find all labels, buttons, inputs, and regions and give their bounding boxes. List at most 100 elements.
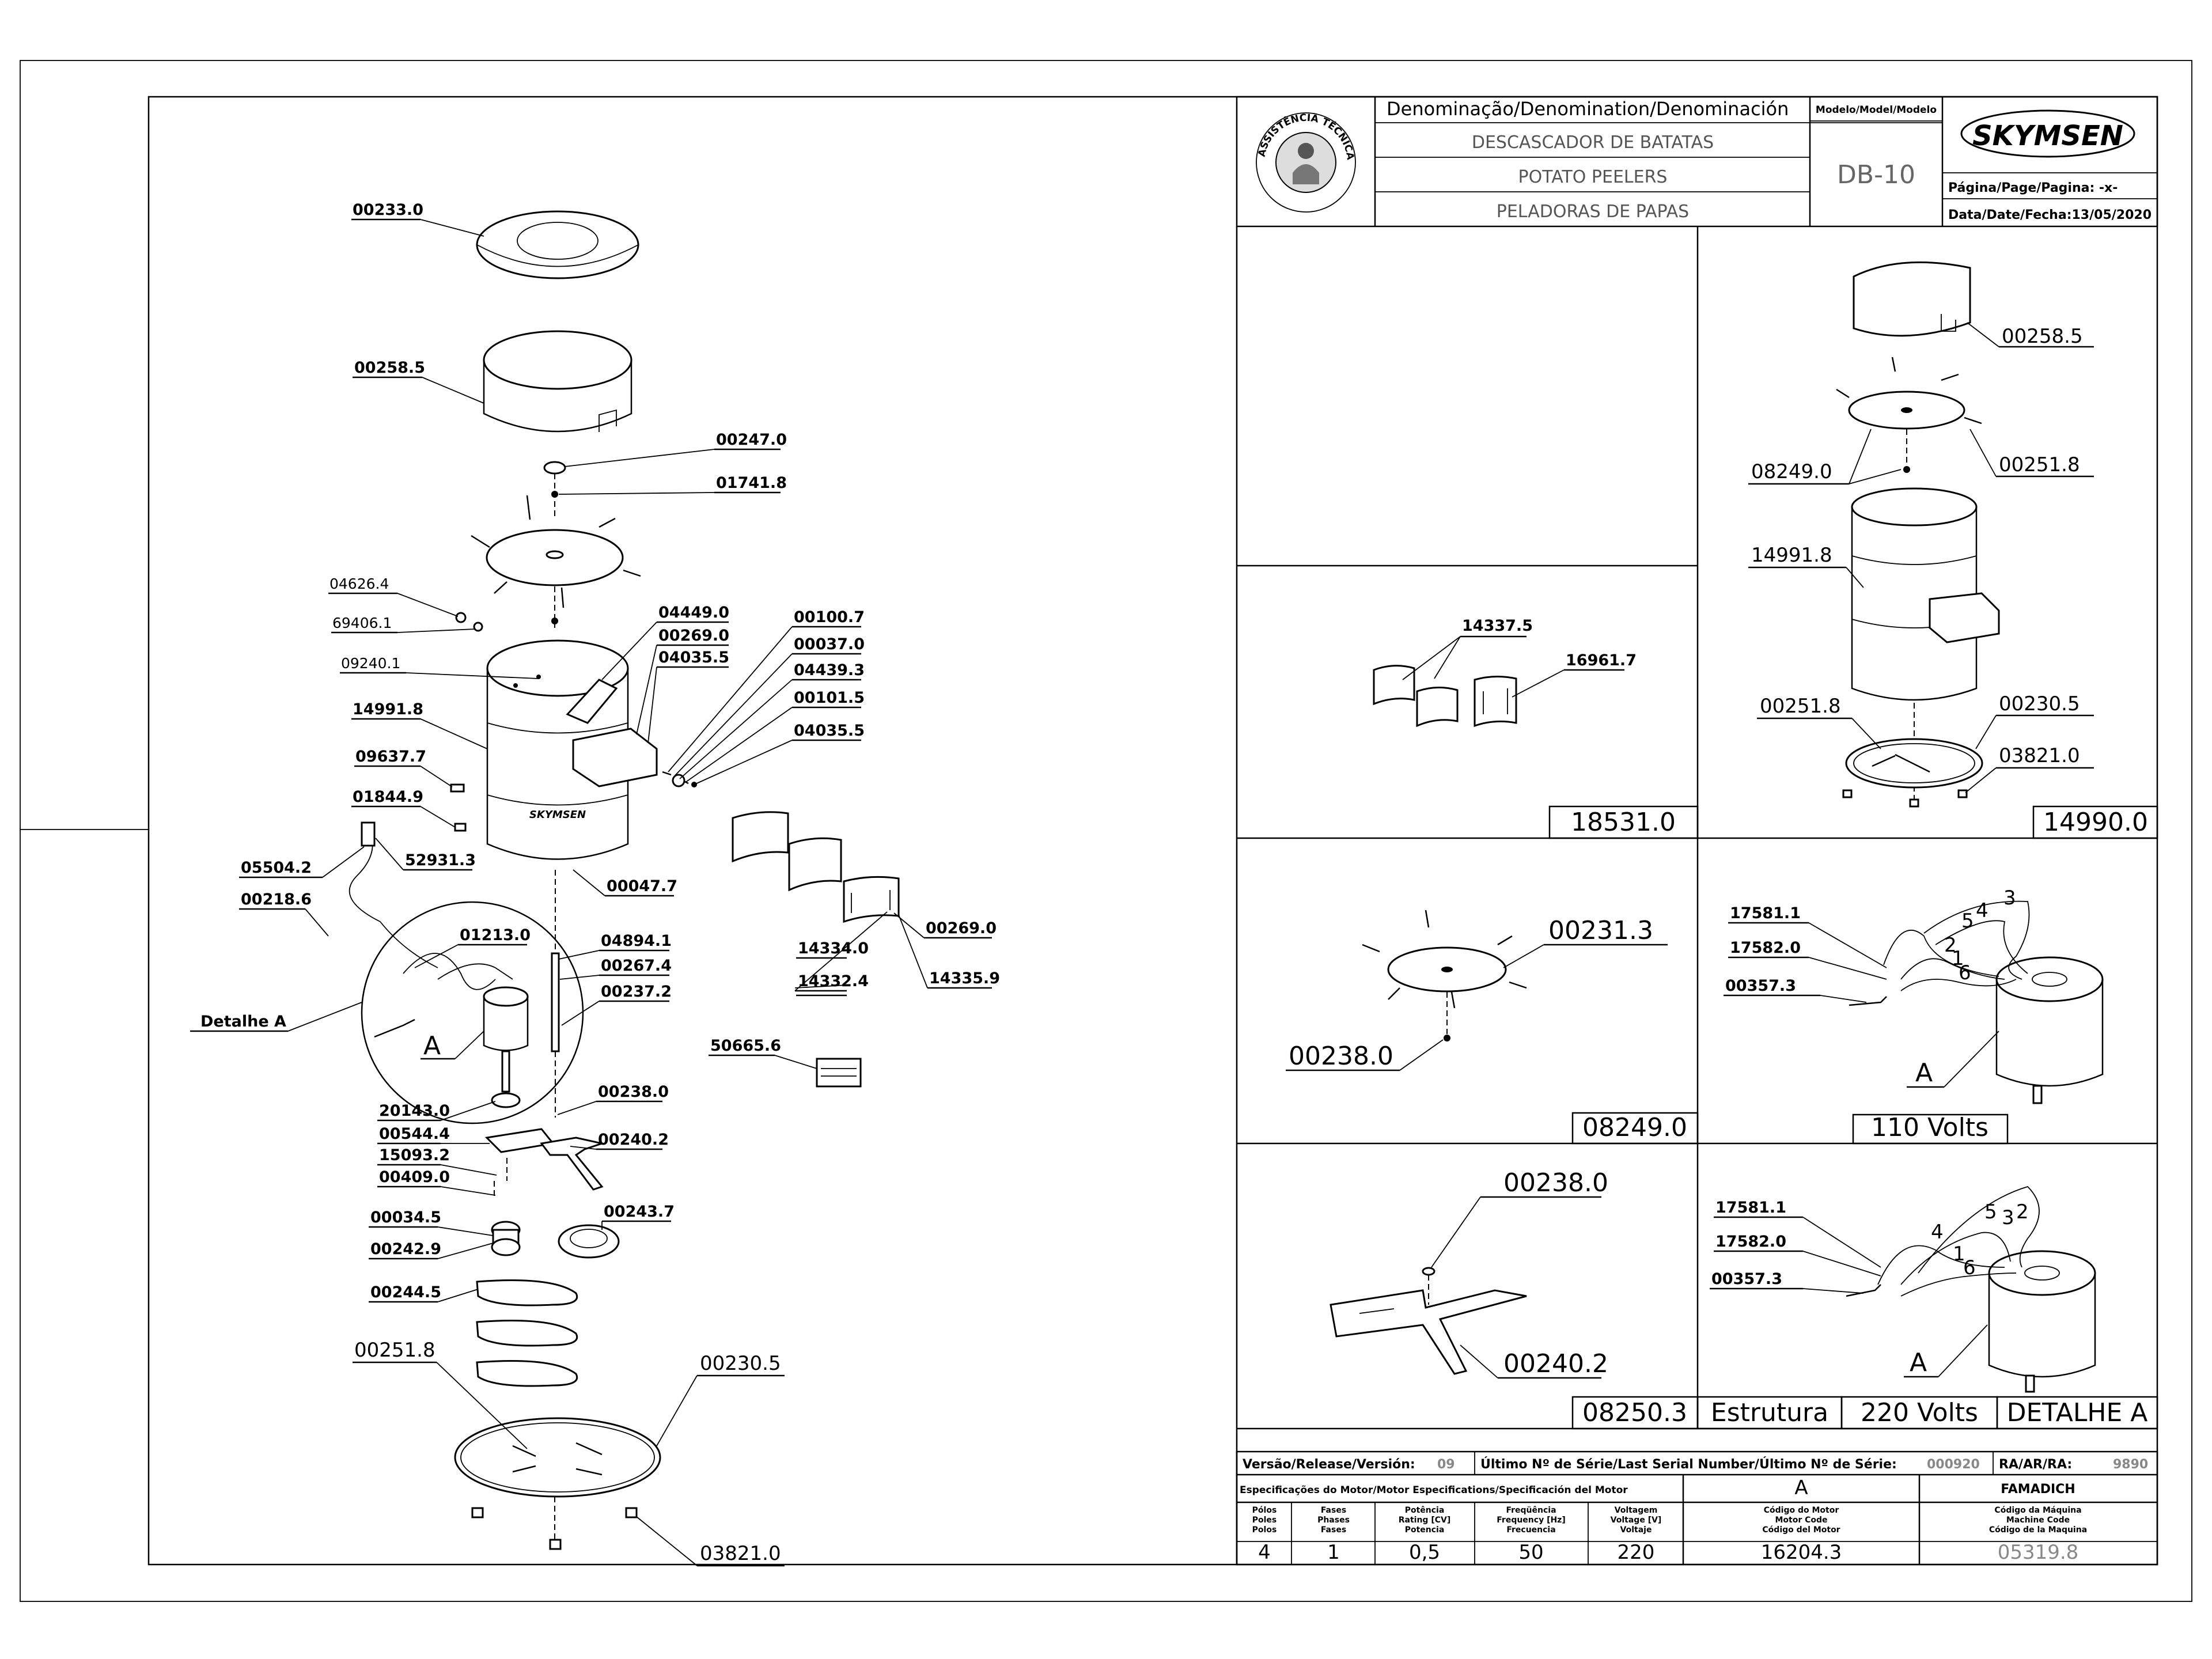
motor-maker: FAMADICH [2001,1482,2075,1497]
callout-04894-1: 04894.1 [601,932,672,950]
machine-name-pt: DESCASCADOR DE BATATAS [1472,132,1714,153]
callout-14991-8: 14991.8 [1751,544,1832,567]
callout-08249-0: 08249.0 [1751,460,1832,483]
serial-value: 000920 [1927,1457,1980,1472]
wire-number-4-b: 4 [1931,1221,1944,1244]
wire-number-4: 4 [1976,899,1988,922]
spec-poles: 4 [1258,1541,1271,1564]
callout-04449-0: 04449.0 [658,604,729,622]
main-leaders [190,218,992,1567]
spec-table: Versão/Release/Versión: 09 Último Nº de … [1236,1450,2158,1566]
view-220-volts: Estrutura 220 Volts DETALHE A 17581.1 17… [1696,1185,2158,1430]
callout-17582-0-b: 17582.0 [1715,1233,1786,1251]
callout-00269-0: 00269.0 [658,627,729,645]
callout-00101-5: 00101.5 [794,689,865,707]
callout-04035-5-b: 04035.5 [794,722,865,740]
version-value: 09 [1437,1457,1455,1472]
callout-14335-9: 14335.9 [929,969,1000,987]
cover-band [483,330,632,433]
callout-04626-4: 04626.4 [329,575,389,592]
detail-a-circle [361,901,584,1124]
view-title-110-volts: 110 Volts [1871,1113,1988,1142]
callout-00357-3-b: 00357.3 [1711,1270,1782,1288]
model-number: DB-10 [1837,160,1915,190]
callout-00238-0: 00238.0 [1289,1041,1393,1071]
callout-09637-7: 09637.7 [355,748,426,766]
callout-00243-7: 00243.7 [604,1203,675,1221]
abrasive-plate [471,495,641,628]
spec-head-5-0: Código do Motor [1764,1506,1839,1515]
spec-head-5-1: Motor Code [1775,1516,1827,1525]
view-title-08250: 08250.3 [1582,1398,1687,1427]
callout-04035-5: 04035.5 [658,649,729,666]
callout-00258-5-main: 00258.5 [354,359,425,377]
callout-detalhe-a: Detalhe A [200,1013,286,1031]
spec-head-6-2: Código de la Maquina [1989,1525,2087,1535]
drum-logo-text: SKYMSEN [529,809,586,821]
page-label: Página/Page/Pagina: -x- [1948,181,2118,195]
callout-01741-8: 01741.8 [716,474,787,492]
view-14990: 14990.0 00258.5 08249.0 00251.8 14991.8 [1748,261,2158,839]
view-title-08249: 08249.0 [1582,1113,1687,1142]
spec-head-4-0: Voltagem [1615,1506,1658,1515]
callout-00269-0-b: 00269.0 [926,919,997,937]
callout-69406-1: 69406.1 [332,615,392,631]
outer-frame [20,60,2192,1602]
callout-00251-8-main: 00251.8 [354,1339,435,1362]
callout-00047-7: 00047.7 [607,877,677,895]
spec-column-heads: PólosPolesPolosFasesPhasesFasesPotênciaR… [1252,1506,2087,1535]
brand-text: SKYMSEN [1972,120,2123,152]
spec-head-3-1: Frequency [Hz] [1497,1516,1565,1525]
callout-00240-2-b: 00240.2 [1503,1349,1608,1378]
spec-head-4-1: Voltage [V] [1611,1516,1662,1525]
denomination-header: Denominação/Denomination/Denominación [1387,98,1789,120]
spec-head-2-0: Potência [1405,1506,1445,1515]
spec-head-6-0: Código da Máquina [1994,1506,2081,1515]
view-title-220-volts: 220 Volts [1861,1398,1978,1427]
wire-number-2: 2 [1944,934,1957,957]
title-block: ASSISTÊNCIA TÉCNICA AUTORIZADA Denominaç… [0,0,2158,228]
callout-05504-2: 05504.2 [241,859,312,877]
spec-motor-code: 16204.3 [1761,1541,1842,1564]
spec-head-0-1: Poles [1252,1516,1277,1525]
callout-03821-0: 03821.0 [1999,744,2080,767]
callout-17582-0: 17582.0 [1730,939,1801,957]
model-header: Modelo/Model/Modelo [1816,104,1937,116]
callout-00034-5: 00034.5 [370,1209,441,1226]
wire-number-5-b: 5 [1984,1200,1997,1224]
callout-03821-0-main: 03821.0 [700,1542,781,1565]
spec-machine-code: 05319.8 [1998,1541,2079,1564]
callout-52931-3: 52931.3 [405,851,476,869]
callout-00230-5: 00230.5 [1999,692,2080,715]
exploded-view: SKYMSEN [349,210,900,1550]
drum-body: SKYMSEN [450,639,658,860]
wire-number-3: 3 [2003,887,2016,910]
callout-00231-3: 00231.3 [1548,916,1653,945]
motor-type: A [1794,1476,1808,1499]
callout-00238-0-main: 00238.0 [598,1083,669,1101]
wire-number-1-b: 1 [1953,1243,1965,1266]
callout-17581-1: 17581.1 [1730,904,1801,922]
spec-head-1-0: Fases [1321,1506,1346,1515]
machine-name-en: POTATO PEELERS [1518,167,1668,187]
callout-00237-2: 00237.2 [601,983,672,1001]
callout-14334-0: 14334.0 [798,940,869,957]
callout-20143-0: 20143.0 [379,1102,450,1120]
callout-14332-4: 14332.4 [798,972,869,990]
wire-number-2-b: 2 [2016,1200,2029,1224]
version-label: Versão/Release/Versión: [1243,1457,1415,1472]
callout-detail-a-220: A [1910,1348,1927,1377]
callout-00247-0: 00247.0 [716,431,787,449]
spec-head-6-1: Machine Code [2006,1516,2070,1525]
callout-00244-5: 00244.5 [370,1283,441,1301]
label-detalhe-a: DETALHE A [2007,1398,2148,1427]
seal-text: ASSISTÊNCIA TÉCNICA AUTORIZADA [0,0,1356,164]
callout-00230-5-main: 00230.5 [700,1352,781,1375]
callout-00240-2-main: 00240.2 [598,1131,669,1149]
callout-17581-1-b: 17581.1 [1715,1199,1786,1217]
callout-01844-9: 01844.9 [353,788,423,806]
view-110-volts: 110 Volts 17581.1 17582.0 00357.3 A 3 4 … [1724,887,2104,1145]
callout-00267-4: 00267.4 [601,957,672,975]
machine-name-es: PELADORAS DE PAPAS [1497,202,1689,222]
